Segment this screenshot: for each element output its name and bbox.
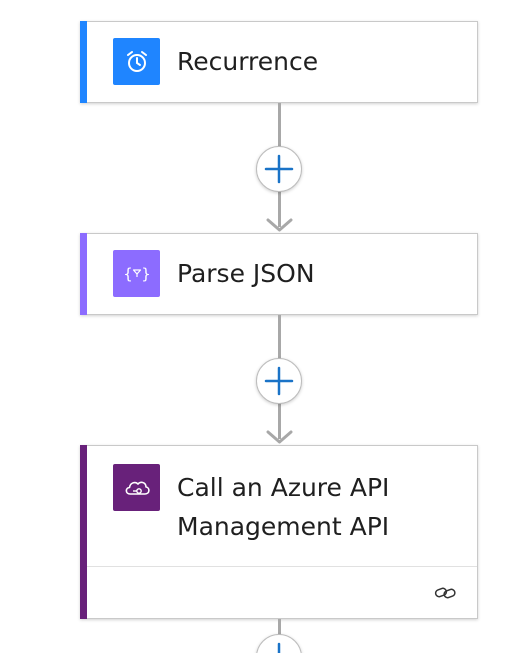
plus-icon — [264, 154, 294, 184]
card-accent-bar — [80, 445, 87, 619]
card-accent-bar — [80, 233, 87, 315]
plus-icon — [264, 366, 294, 396]
card-header: { } Parse JSON — [81, 234, 477, 297]
add-step-button[interactable] — [256, 146, 302, 192]
card-header: Recurrence — [81, 22, 477, 85]
plus-icon — [277, 642, 281, 653]
step-card-parse-json[interactable]: { } Parse JSON — [80, 233, 478, 315]
step-title: Call an Azure API Management API — [177, 473, 390, 541]
card-footer — [87, 566, 477, 618]
card-header: Call an Azure API Management API — [81, 446, 477, 546]
step-title: Parse JSON — [177, 259, 315, 288]
step-card-recurrence[interactable]: Recurrence — [80, 21, 478, 103]
arrow-down-icon — [266, 218, 293, 232]
add-step-button[interactable] — [256, 634, 302, 653]
connection-icon[interactable] — [434, 584, 458, 602]
cloud-api-icon — [113, 464, 160, 511]
step-card-azure-api-management[interactable]: Call an Azure API Management API — [80, 445, 478, 619]
alarm-clock-icon — [113, 38, 160, 85]
connector-line — [278, 619, 281, 639]
card-accent-bar — [80, 21, 87, 103]
arrow-down-icon — [266, 430, 293, 444]
json-braces-icon: { } — [113, 250, 160, 297]
step-title: Recurrence — [177, 47, 319, 76]
add-step-button[interactable] — [256, 358, 302, 404]
